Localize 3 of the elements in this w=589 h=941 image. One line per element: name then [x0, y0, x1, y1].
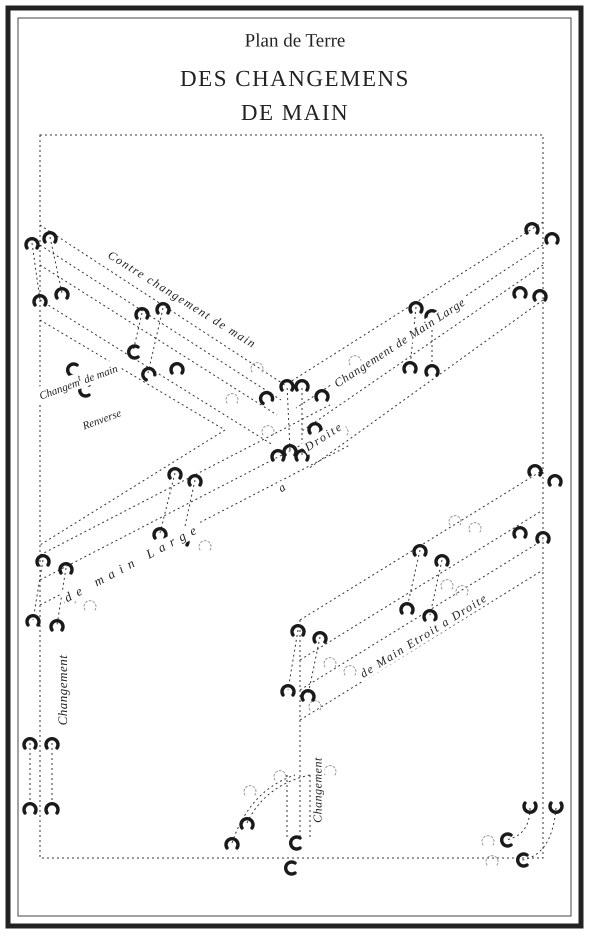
track-label: Changement [311, 755, 325, 825]
track-label: Changement [56, 652, 70, 728]
plan-title: DES CHANGEMENS DE MAIN [179, 65, 411, 127]
